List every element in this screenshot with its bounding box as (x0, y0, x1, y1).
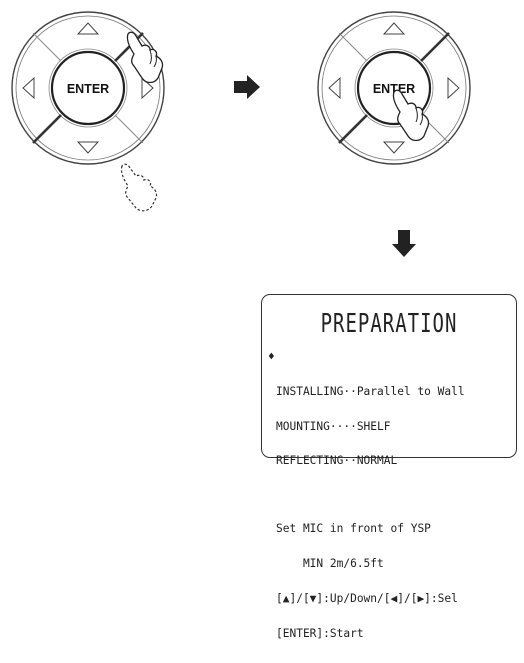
cursor-pad-step-1: ENTER (10, 10, 166, 166)
lcd-line-key-help: [▲]/[▼]:Up/Down/[◀]/[▶]:Sel (276, 591, 458, 605)
enter-button-label: ENTER (67, 82, 109, 96)
hand-press-icon (126, 31, 164, 84)
lcd-line-installing: INSTALLING··Parallel to Wall (276, 384, 465, 398)
cursor-pad-step-2: ENTER (316, 10, 472, 166)
hand-press-enter-icon (392, 89, 430, 142)
enter-button-label: ENTER (373, 82, 415, 96)
lcd-title: PREPARATION (320, 309, 458, 339)
lcd-line-min-distance: MIN 2m/6.5ft (276, 557, 384, 571)
arrow-right-icon (234, 75, 260, 99)
lcd-line-set-mic: Set MIC in front of YSP (276, 522, 431, 536)
lcd-cursor-icon: ♦ (268, 350, 275, 363)
lcd-line-enter-start: [ENTER]:Start (276, 626, 364, 640)
lcd-line-blank (276, 490, 510, 500)
lcd-line-reflecting: REFLECTING··NORMAL (276, 454, 398, 468)
lcd-menu-lines: ♦ INSTALLING··Parallel to Wall MOUNTING·… (268, 351, 510, 662)
lcd-line-mounting: MOUNTING····SHELF (276, 419, 391, 433)
hand-press-dashed-icon (120, 163, 158, 212)
lcd-display-panel: PREPARATION ♦ INSTALLING··Parallel to Wa… (261, 294, 517, 639)
arrow-down-icon (392, 230, 416, 257)
